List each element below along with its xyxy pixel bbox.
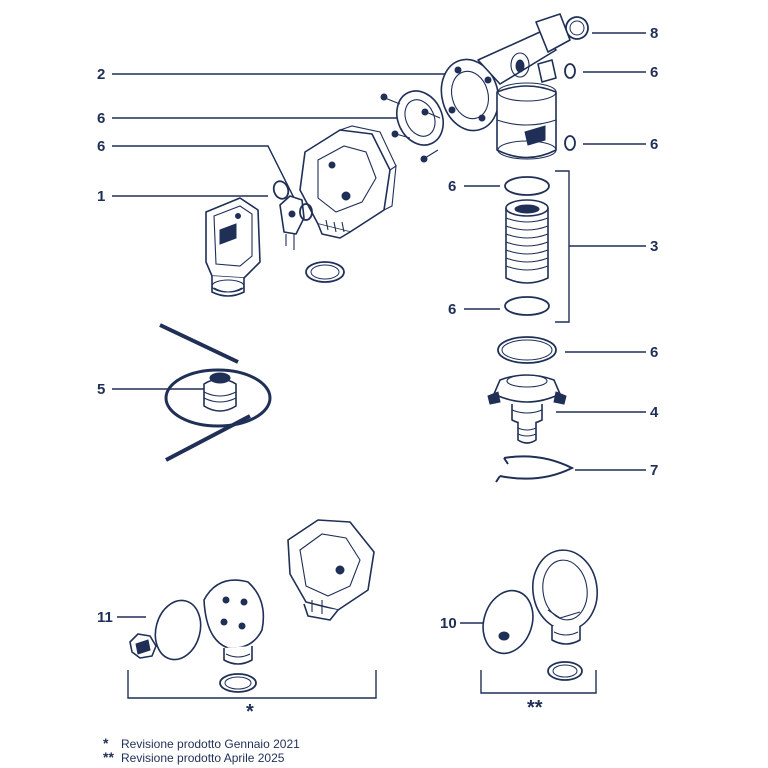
part-6-cap-gasket — [380, 90, 444, 163]
callout-10: 10 — [440, 615, 457, 632]
callout-3: 3 — [650, 238, 658, 255]
callout-6-filter-top-oring: 6 — [448, 178, 456, 195]
part-5-cable-assembly — [159, 323, 272, 462]
callout-6-cap-gasket: 6 — [97, 110, 105, 127]
callout-6-oring-small: 6 — [97, 138, 105, 155]
screws — [380, 93, 441, 163]
part-3-filter-cartridge — [505, 199, 549, 284]
revision-2025-group — [482, 549, 598, 681]
outlet-oring — [564, 63, 576, 79]
filter-bottom-oring — [504, 296, 550, 316]
motor-housing — [299, 125, 397, 239]
body-oring — [564, 135, 576, 151]
legend-mark: * — [103, 735, 109, 751]
legend-mark: ** — [103, 749, 114, 765]
callout-6-large-oring: 6 — [650, 344, 658, 361]
callout-6-filter-bottom-oring: 6 — [448, 301, 456, 318]
part-1-pressure-switch — [272, 180, 313, 250]
filter-top-oring — [504, 176, 550, 196]
callout-11: 11 — [97, 609, 113, 626]
callout-6-body-oring: 6 — [650, 136, 658, 153]
part-2-pump-head — [440, 13, 571, 160]
callout-2: 2 — [97, 66, 105, 83]
revision-2021-group — [129, 519, 375, 693]
callout-1: 1 — [97, 188, 105, 205]
leader-lines — [112, 32, 646, 699]
part-7-retaining-clip — [495, 455, 575, 483]
callout-8: 8 — [650, 25, 658, 42]
group-mark-double-star: ** — [527, 697, 543, 719]
callout-4: 4 — [650, 404, 659, 421]
large-oring — [497, 336, 557, 364]
group-mark-star: * — [246, 701, 254, 723]
legend-row-2025: ** Revisione prodotto Aprile 2025 — [103, 749, 284, 765]
part-4-inlet-base — [487, 374, 567, 444]
housing-oring — [305, 261, 345, 283]
right-side-orings — [497, 63, 576, 364]
callout-7: 7 — [650, 462, 658, 479]
callout-6-outlet-oring: 6 — [650, 64, 658, 81]
legend-row-2021: * Revisione prodotto Gennaio 2021 — [103, 735, 300, 751]
part-8-oring — [565, 16, 589, 40]
callout-5: 5 — [97, 381, 105, 398]
legend-text: Revisione prodotto Gennaio 2021 — [121, 737, 300, 751]
callout-numbers: 2 6 6 1 5 8 6 6 6 3 6 6 4 7 11 10 * ** — [97, 25, 659, 723]
electronics-cover — [205, 197, 261, 297]
legend-text: Revisione prodotto Aprile 2025 — [121, 751, 285, 765]
